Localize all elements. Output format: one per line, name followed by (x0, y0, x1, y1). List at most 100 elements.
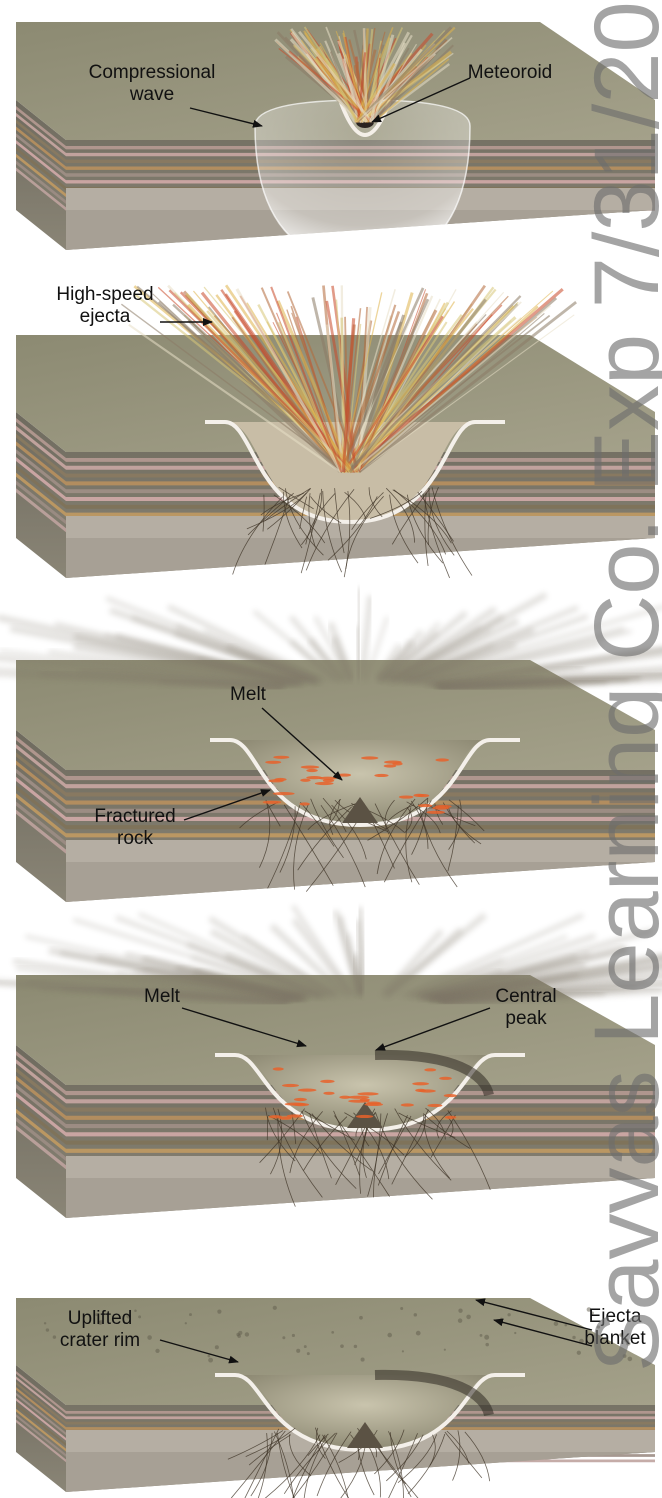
ejecta-blanket-speck (354, 1345, 357, 1348)
ejecta-blanket-speck (46, 1328, 49, 1331)
label-melt-line: Melt (230, 684, 267, 705)
ejecta-blanket-speck (245, 1332, 249, 1336)
label-central-peak-line: Central (495, 986, 556, 1007)
ejecta-blanket-speck (359, 1316, 363, 1320)
ejecta-blanket-speck (307, 1352, 310, 1355)
melt-blob (306, 769, 318, 772)
base-stratum (66, 1178, 655, 1218)
ejecta-blanket-speck (237, 1334, 241, 1338)
melt-blob (418, 804, 432, 807)
ejecta-blanket-speck (458, 1318, 462, 1322)
melt-blob (320, 1080, 334, 1083)
melt-blob (439, 1077, 452, 1080)
label-compressional-wave-line: wave (129, 84, 174, 105)
label-melt-line: Melt (144, 986, 181, 1007)
base-stratum (66, 1452, 655, 1492)
label-uplifted-crater-rim-line: Uplifted (68, 1308, 132, 1329)
ejecta-blanket-speck (485, 1343, 488, 1346)
melt-blob (412, 1082, 429, 1085)
melt-blob (418, 794, 430, 797)
ejecta-blanket-speck (361, 1358, 365, 1362)
ejecta-blanket-speck (44, 1322, 46, 1324)
melt-blob (273, 792, 295, 795)
melt-blob (356, 1115, 373, 1118)
melt-blob (298, 1089, 317, 1092)
melt-blob (435, 805, 452, 808)
label-meteoroid: Meteoroid (468, 62, 553, 83)
melt-blob (273, 1067, 284, 1070)
melt-blob (399, 795, 414, 798)
label-compressional-wave-line: Compressional (89, 62, 216, 83)
ejecta-blanket-speck (292, 1334, 295, 1337)
ejecta-blanket-speck (138, 1315, 141, 1318)
ejecta-blanket-speck (458, 1309, 462, 1313)
melt-blob (339, 1096, 350, 1099)
label-central-peak-line: peak (505, 1008, 547, 1029)
ejecta-blanket-speck (208, 1355, 211, 1358)
ejecta-blanket-speck (387, 1333, 392, 1338)
ejecta-blanket-speck (296, 1349, 300, 1353)
ejecta-blanket-speck (554, 1321, 559, 1326)
melt-blob (263, 801, 282, 804)
ejecta-blanket-speck (189, 1313, 192, 1316)
melt-blob (338, 773, 351, 776)
ejecta-blanket-speck (215, 1345, 219, 1349)
label-high-speed-ejecta-line: High-speed (56, 284, 153, 305)
ejecta-blanket-speck (416, 1331, 421, 1336)
melt-blob (424, 1068, 436, 1071)
ejecta-blanket-speck (564, 1324, 567, 1327)
melt-blob (301, 765, 320, 768)
ejecta-blanket-speck (466, 1315, 471, 1320)
melt-blob (348, 1100, 369, 1103)
melt-blob (282, 1084, 299, 1087)
ejecta-blanket-speck (480, 1334, 483, 1337)
ejecta-blanket-speck (444, 1349, 446, 1351)
ejecta-blanket-speck (155, 1349, 159, 1353)
ejecta-cloud (358, 587, 360, 680)
ejecta-blanket-speck (514, 1332, 516, 1334)
ejecta-blanket-speck (414, 1313, 417, 1316)
base-stratum (66, 862, 655, 902)
ejecta-blanket-speck (484, 1335, 489, 1340)
melt-blob (319, 777, 337, 780)
ejecta-blanket-speck (217, 1310, 221, 1314)
melt-blob (268, 779, 283, 782)
label-uplifted-crater-rim-line: crater rim (60, 1330, 140, 1351)
label-high-speed-ejecta: High-speedejecta (56, 284, 153, 327)
melt-blob (361, 756, 378, 759)
melt-blob (427, 811, 445, 814)
melt-blob (392, 762, 402, 765)
melt-blob (357, 1092, 378, 1095)
watermark-text: Savvas Learning Co. Exp 7/31/2021 (576, 0, 662, 1372)
ejecta-blanket-speck (304, 1345, 307, 1348)
base-stratum (66, 538, 655, 578)
ejecta-blanket-speck (402, 1350, 404, 1352)
ejecta-blanket-speck (53, 1335, 56, 1338)
melt-blob (415, 1089, 426, 1092)
ejecta-blanket-speck (282, 1336, 285, 1339)
melt-blob (265, 761, 281, 764)
melt-blob (365, 1103, 384, 1106)
melt-blob (315, 782, 334, 785)
stage-4-block (0, 906, 662, 1218)
melt-blob (428, 1104, 443, 1107)
ejecta-blanket-speck (208, 1358, 213, 1363)
melt-blob (273, 756, 289, 759)
melt-blob (374, 774, 388, 777)
melt-blob (293, 1103, 310, 1106)
ejecta-blanket-speck (400, 1307, 403, 1310)
label-melt: Melt (230, 684, 267, 705)
label-fractured-rock-line: Fractured (94, 806, 175, 827)
label-uplifted-crater-rim: Upliftedcrater rim (60, 1308, 140, 1351)
label-fractured-rock-line: rock (117, 828, 153, 849)
ejecta-blanket-speck (507, 1313, 510, 1316)
ejecta-blanket-speck (273, 1306, 277, 1310)
melt-blob (323, 1092, 334, 1095)
melt-blob (300, 779, 310, 782)
ejecta-blanket-speck (331, 1331, 334, 1334)
stage-2-block (16, 285, 655, 578)
label-meteoroid-line: Meteoroid (468, 62, 553, 83)
ejecta-blanket-speck (134, 1309, 137, 1312)
melt-blob (294, 1098, 307, 1101)
